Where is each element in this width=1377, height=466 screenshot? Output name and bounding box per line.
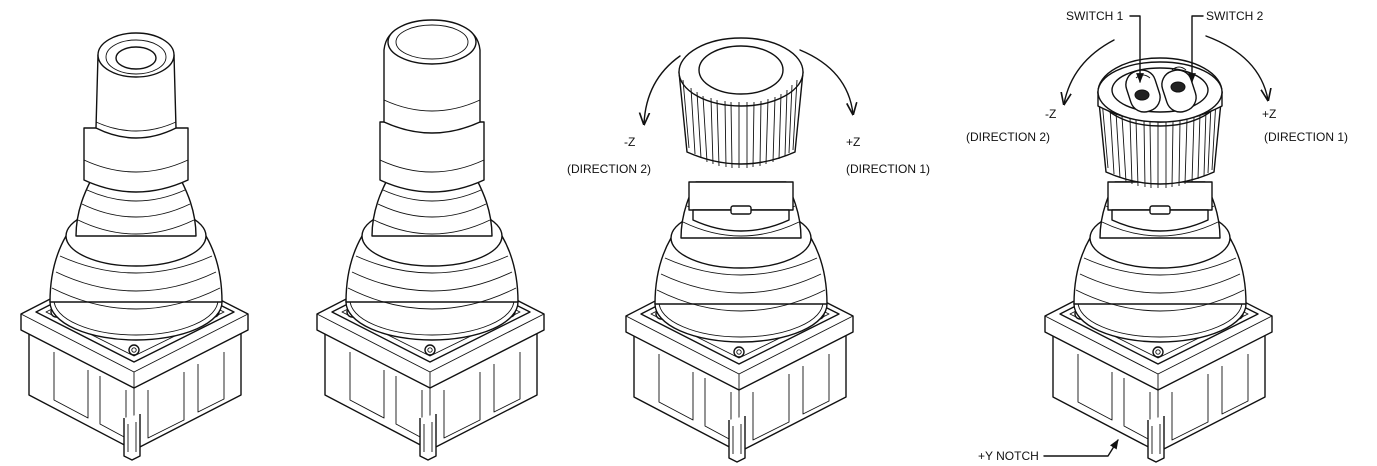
switch-leaders bbox=[1129, 15, 1204, 83]
label-plus-z-view4: +Z bbox=[1262, 107, 1276, 121]
label-direction2-view4: (DIRECTION 2) bbox=[966, 130, 1050, 144]
label-switch-1: SWITCH 1 bbox=[1066, 9, 1124, 23]
label-direction2-view3: (DIRECTION 2) bbox=[567, 162, 651, 176]
label-minus-z-view3: -Z bbox=[624, 135, 635, 149]
label-minus-z-view4: -Z bbox=[1045, 107, 1056, 121]
y-notch-leader bbox=[1043, 439, 1119, 457]
rotation-arrows-view3 bbox=[644, 49, 853, 124]
label-y-notch: +Y NOTCH bbox=[978, 449, 1039, 463]
joystick-view-knurled-switch bbox=[1044, 57, 1273, 463]
label-switch-2: SWITCH 2 bbox=[1206, 9, 1264, 23]
label-direction1-view4: (DIRECTION 1) bbox=[1264, 130, 1348, 144]
label-direction1-view3: (DIRECTION 1) bbox=[846, 162, 930, 176]
joystick-view-smooth bbox=[316, 19, 545, 461]
joystick-view-knurled-rotary bbox=[625, 37, 854, 463]
joystick-view-pushbutton bbox=[20, 32, 249, 461]
rotation-arrows-view4 bbox=[1064, 35, 1268, 104]
label-plus-z-view3: +Z bbox=[846, 135, 860, 149]
